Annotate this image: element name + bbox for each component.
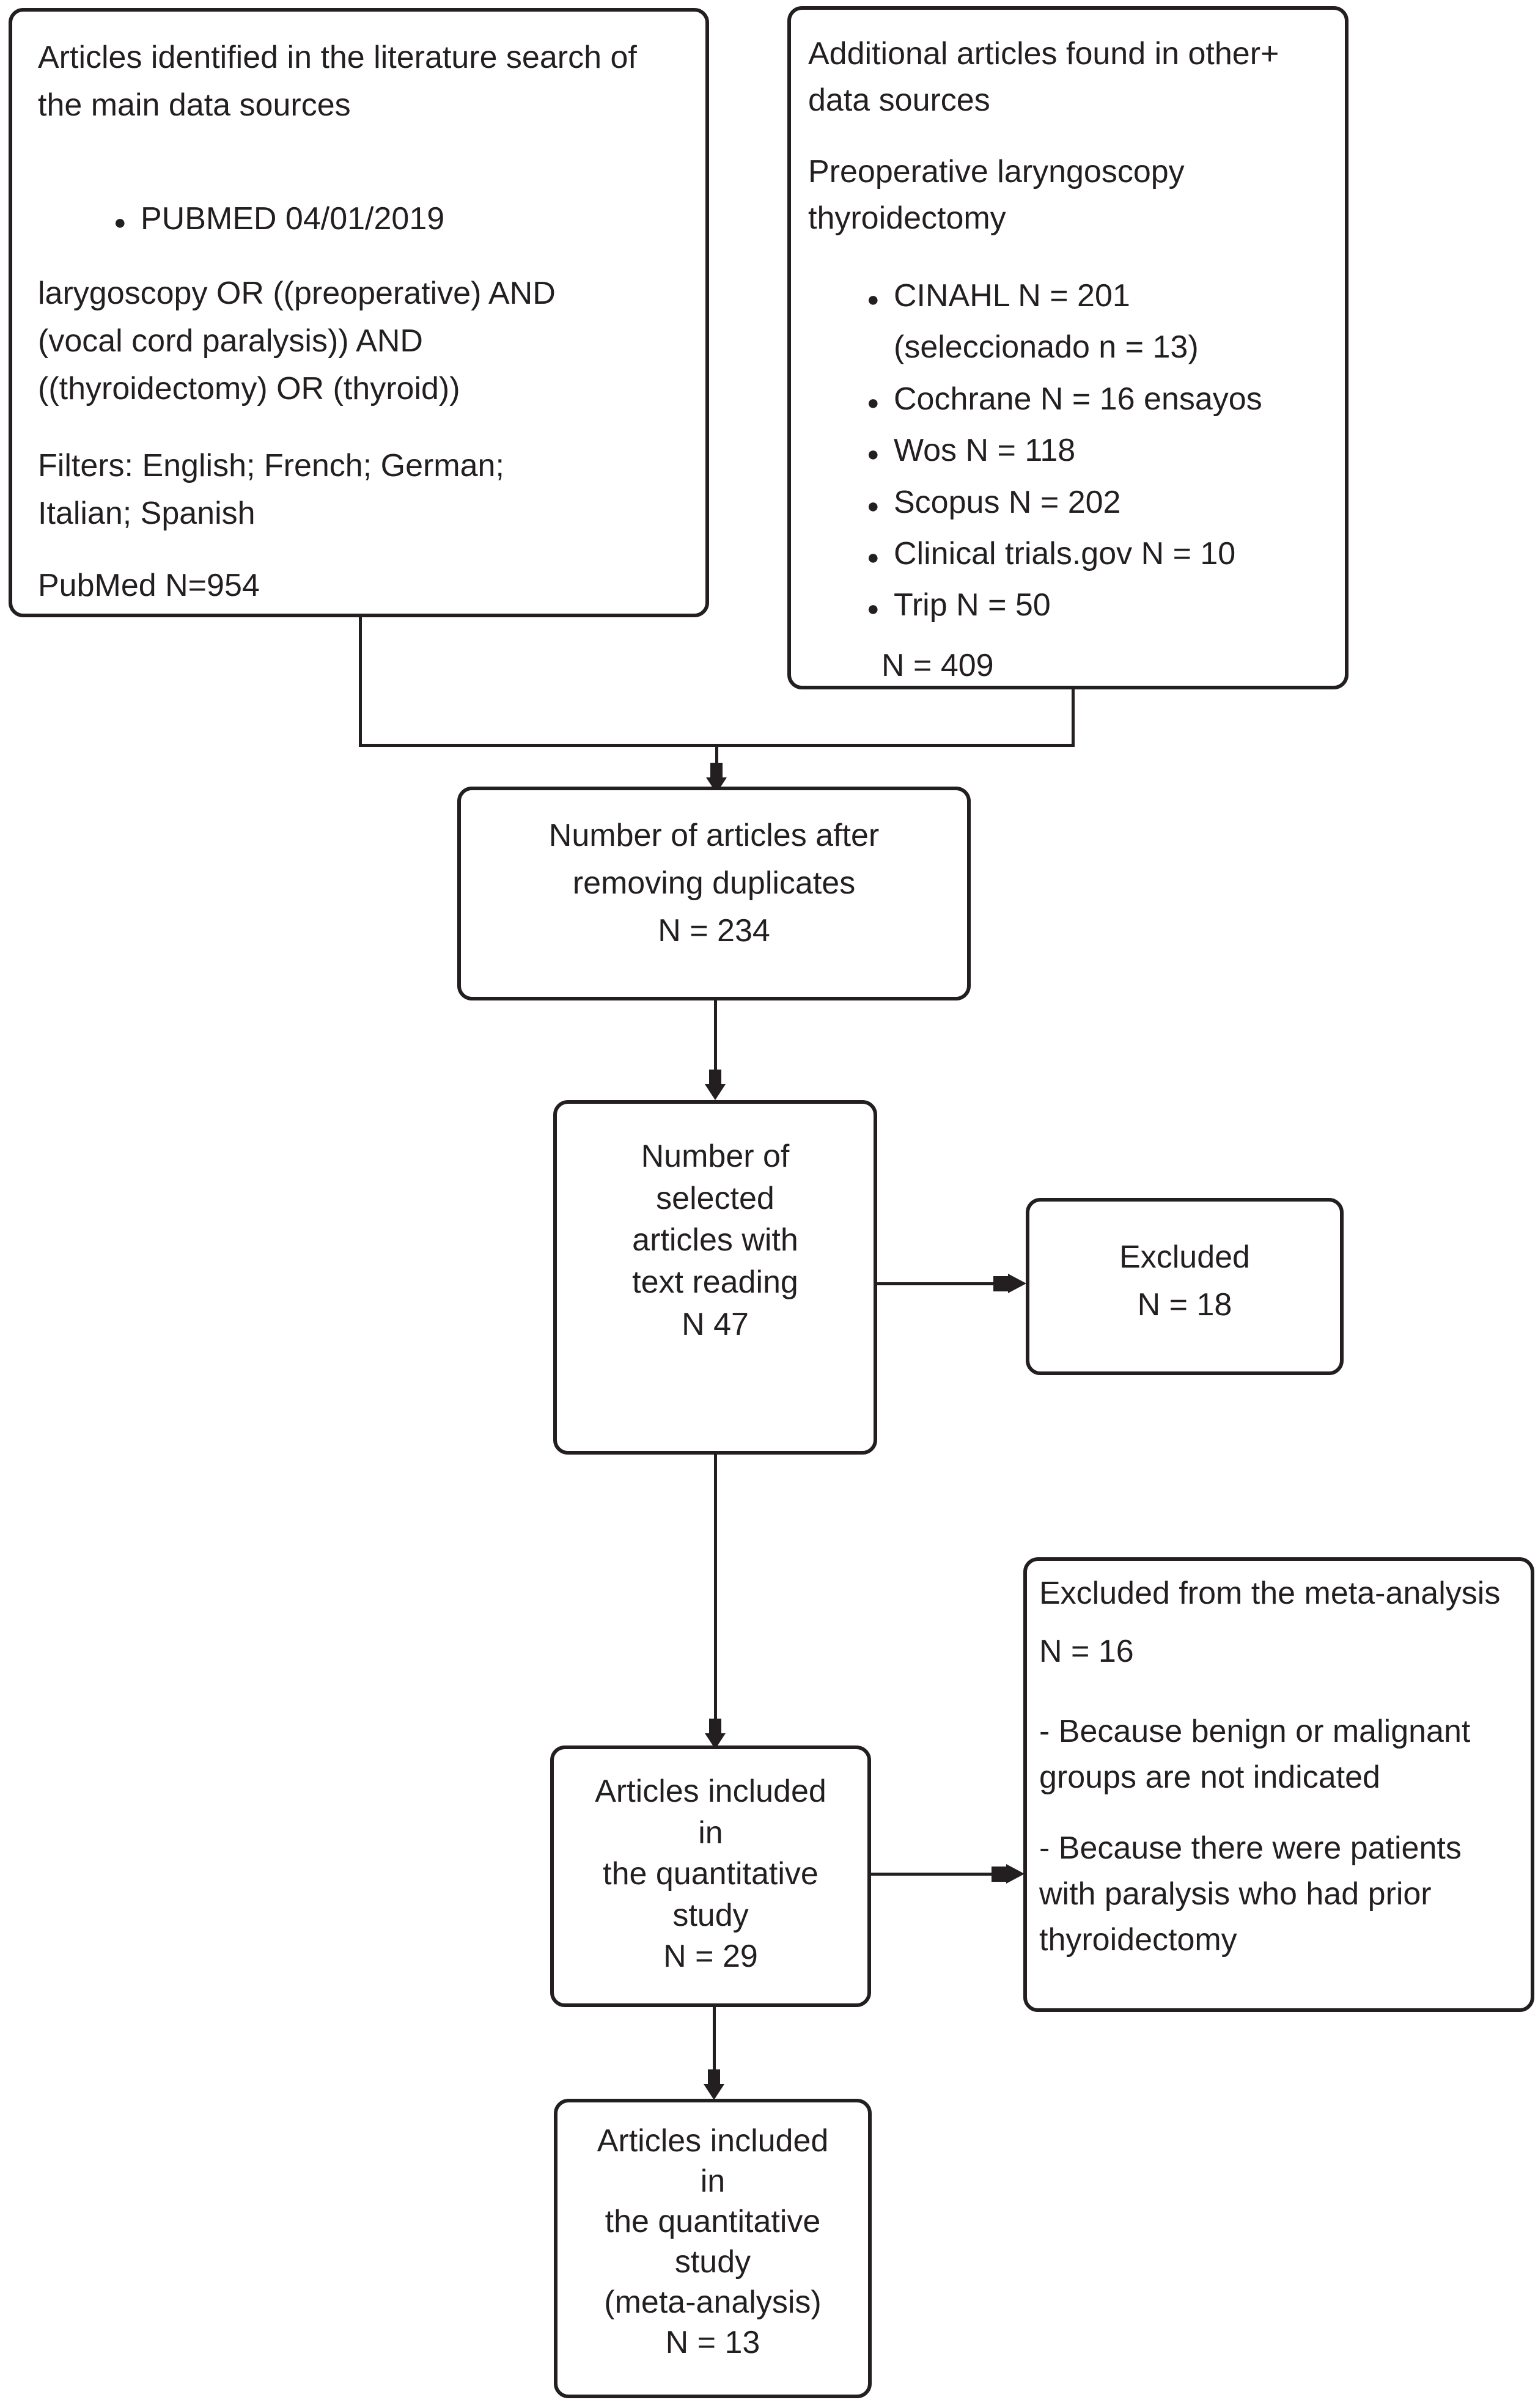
bullet-icon xyxy=(867,427,894,474)
arrowhead-right-icon xyxy=(1008,1274,1026,1293)
connector-reading-to-quantitative xyxy=(714,1455,717,1721)
connector-reading-to-excluded xyxy=(877,1282,995,1285)
meta-excluded-reason-2: - Because there were patients with paral… xyxy=(1039,1830,1462,1958)
main-sources-title: Articles identified in the literature se… xyxy=(38,40,637,123)
main-sources-query: larygoscopy OR ((preoperative) AND (voca… xyxy=(38,276,556,406)
main-sources-filters: Filters: English; French; German; Italia… xyxy=(38,448,504,531)
bullet-icon xyxy=(114,195,141,243)
source-clinicaltrials: Clinical trials.gov N = 10 xyxy=(894,535,1236,571)
connector-quantitative-to-meta-included xyxy=(713,2007,716,2072)
source-trip: Trip N = 50 xyxy=(894,587,1051,623)
arrow-shaft xyxy=(709,1719,721,1734)
meta-excluded-title: Excluded from the meta-analysis xyxy=(1039,1576,1501,1611)
box-meta-excluded: Excluded from the meta-analysis N = 16 -… xyxy=(1023,1557,1534,2012)
connector-quantitative-to-meta-excluded xyxy=(871,1873,995,1876)
box-duplicates: Number of articles after removing duplic… xyxy=(457,787,971,1000)
bullet-icon xyxy=(867,376,894,422)
other-sources-subtitle: Preoperative laryngoscopy thyroidectomy xyxy=(808,153,1185,237)
text-reading-text: Number of selected articles with text re… xyxy=(632,1139,798,1342)
list-item: Wos N = 118 xyxy=(867,427,1328,474)
list-item: Cochrane N = 16 ensayos xyxy=(867,376,1328,422)
bullet-icon xyxy=(867,582,894,628)
other-sources-title: Additional articles found in other+ data… xyxy=(808,36,1279,119)
arrowhead-down-icon xyxy=(704,2084,724,2100)
bullet-icon xyxy=(867,273,894,319)
list-item: Scopus N = 202 xyxy=(867,479,1328,526)
source-scopus: Scopus N = 202 xyxy=(894,484,1121,520)
box-text-reading: Number of selected articles with text re… xyxy=(553,1100,877,1455)
box-quantitative: Articles included in the quantitative st… xyxy=(550,1745,871,2007)
excluded-text: Excluded N = 18 xyxy=(1119,1239,1250,1323)
duplicates-text: Number of articles after removing duplic… xyxy=(548,818,880,949)
meta-included-text: Articles included in the quantitative st… xyxy=(597,2123,829,2361)
quantitative-text: Articles included in the quantitative st… xyxy=(595,1774,826,1975)
bullet-icon xyxy=(867,479,894,526)
arrow-shaft xyxy=(709,1070,721,1085)
source-cinahl: CINAHL N = 201 xyxy=(894,277,1130,314)
other-sources-list: CINAHL N = 201 (seleccionado n = 13) Coc… xyxy=(867,273,1328,629)
arrow-shaft xyxy=(710,763,723,779)
box-excluded: Excluded N = 18 xyxy=(1026,1198,1344,1375)
arrow-shaft xyxy=(993,1276,1009,1291)
arrow-shaft xyxy=(708,2069,720,2085)
meta-excluded-reason-1: - Because benign or malignant groups are… xyxy=(1039,1713,1471,1796)
box-meta-included: Articles included in the quantitative st… xyxy=(554,2099,872,2398)
bullet-icon xyxy=(867,530,894,577)
box-main-sources: Articles identified in the literature se… xyxy=(9,8,709,617)
list-item: CINAHL N = 201 xyxy=(867,273,1328,319)
arrow-shaft xyxy=(992,1867,1007,1882)
list-item: Clinical trials.gov N = 10 xyxy=(867,530,1328,577)
arrowhead-down-icon xyxy=(705,1084,726,1100)
arrowhead-right-icon xyxy=(1006,1864,1025,1884)
connector-main-sources-down xyxy=(359,614,362,747)
list-item: Trip N = 50 xyxy=(867,582,1328,628)
connector-merge-line xyxy=(359,744,1075,747)
other-sources-total: N = 409 xyxy=(881,647,994,683)
source-cochrane: Cochrane N = 16 ensayos xyxy=(894,381,1262,417)
connector-merge-to-duplicates xyxy=(715,747,718,765)
connector-duplicates-to-reading xyxy=(714,1000,717,1073)
meta-excluded-count: N = 16 xyxy=(1039,1634,1134,1670)
main-sources-total: PubMed N=954 xyxy=(38,568,260,603)
main-sources-bullet-item: PUBMED 04/01/2019 xyxy=(114,195,680,243)
connector-other-sources-down xyxy=(1072,688,1075,747)
source-wos: Wos N = 118 xyxy=(894,433,1076,469)
box-other-sources: Additional articles found in other+ data… xyxy=(787,6,1349,689)
main-sources-bullet-label: PUBMED 04/01/2019 xyxy=(141,201,445,237)
source-cinahl-sub: (seleccionado n = 13) xyxy=(894,329,1199,365)
